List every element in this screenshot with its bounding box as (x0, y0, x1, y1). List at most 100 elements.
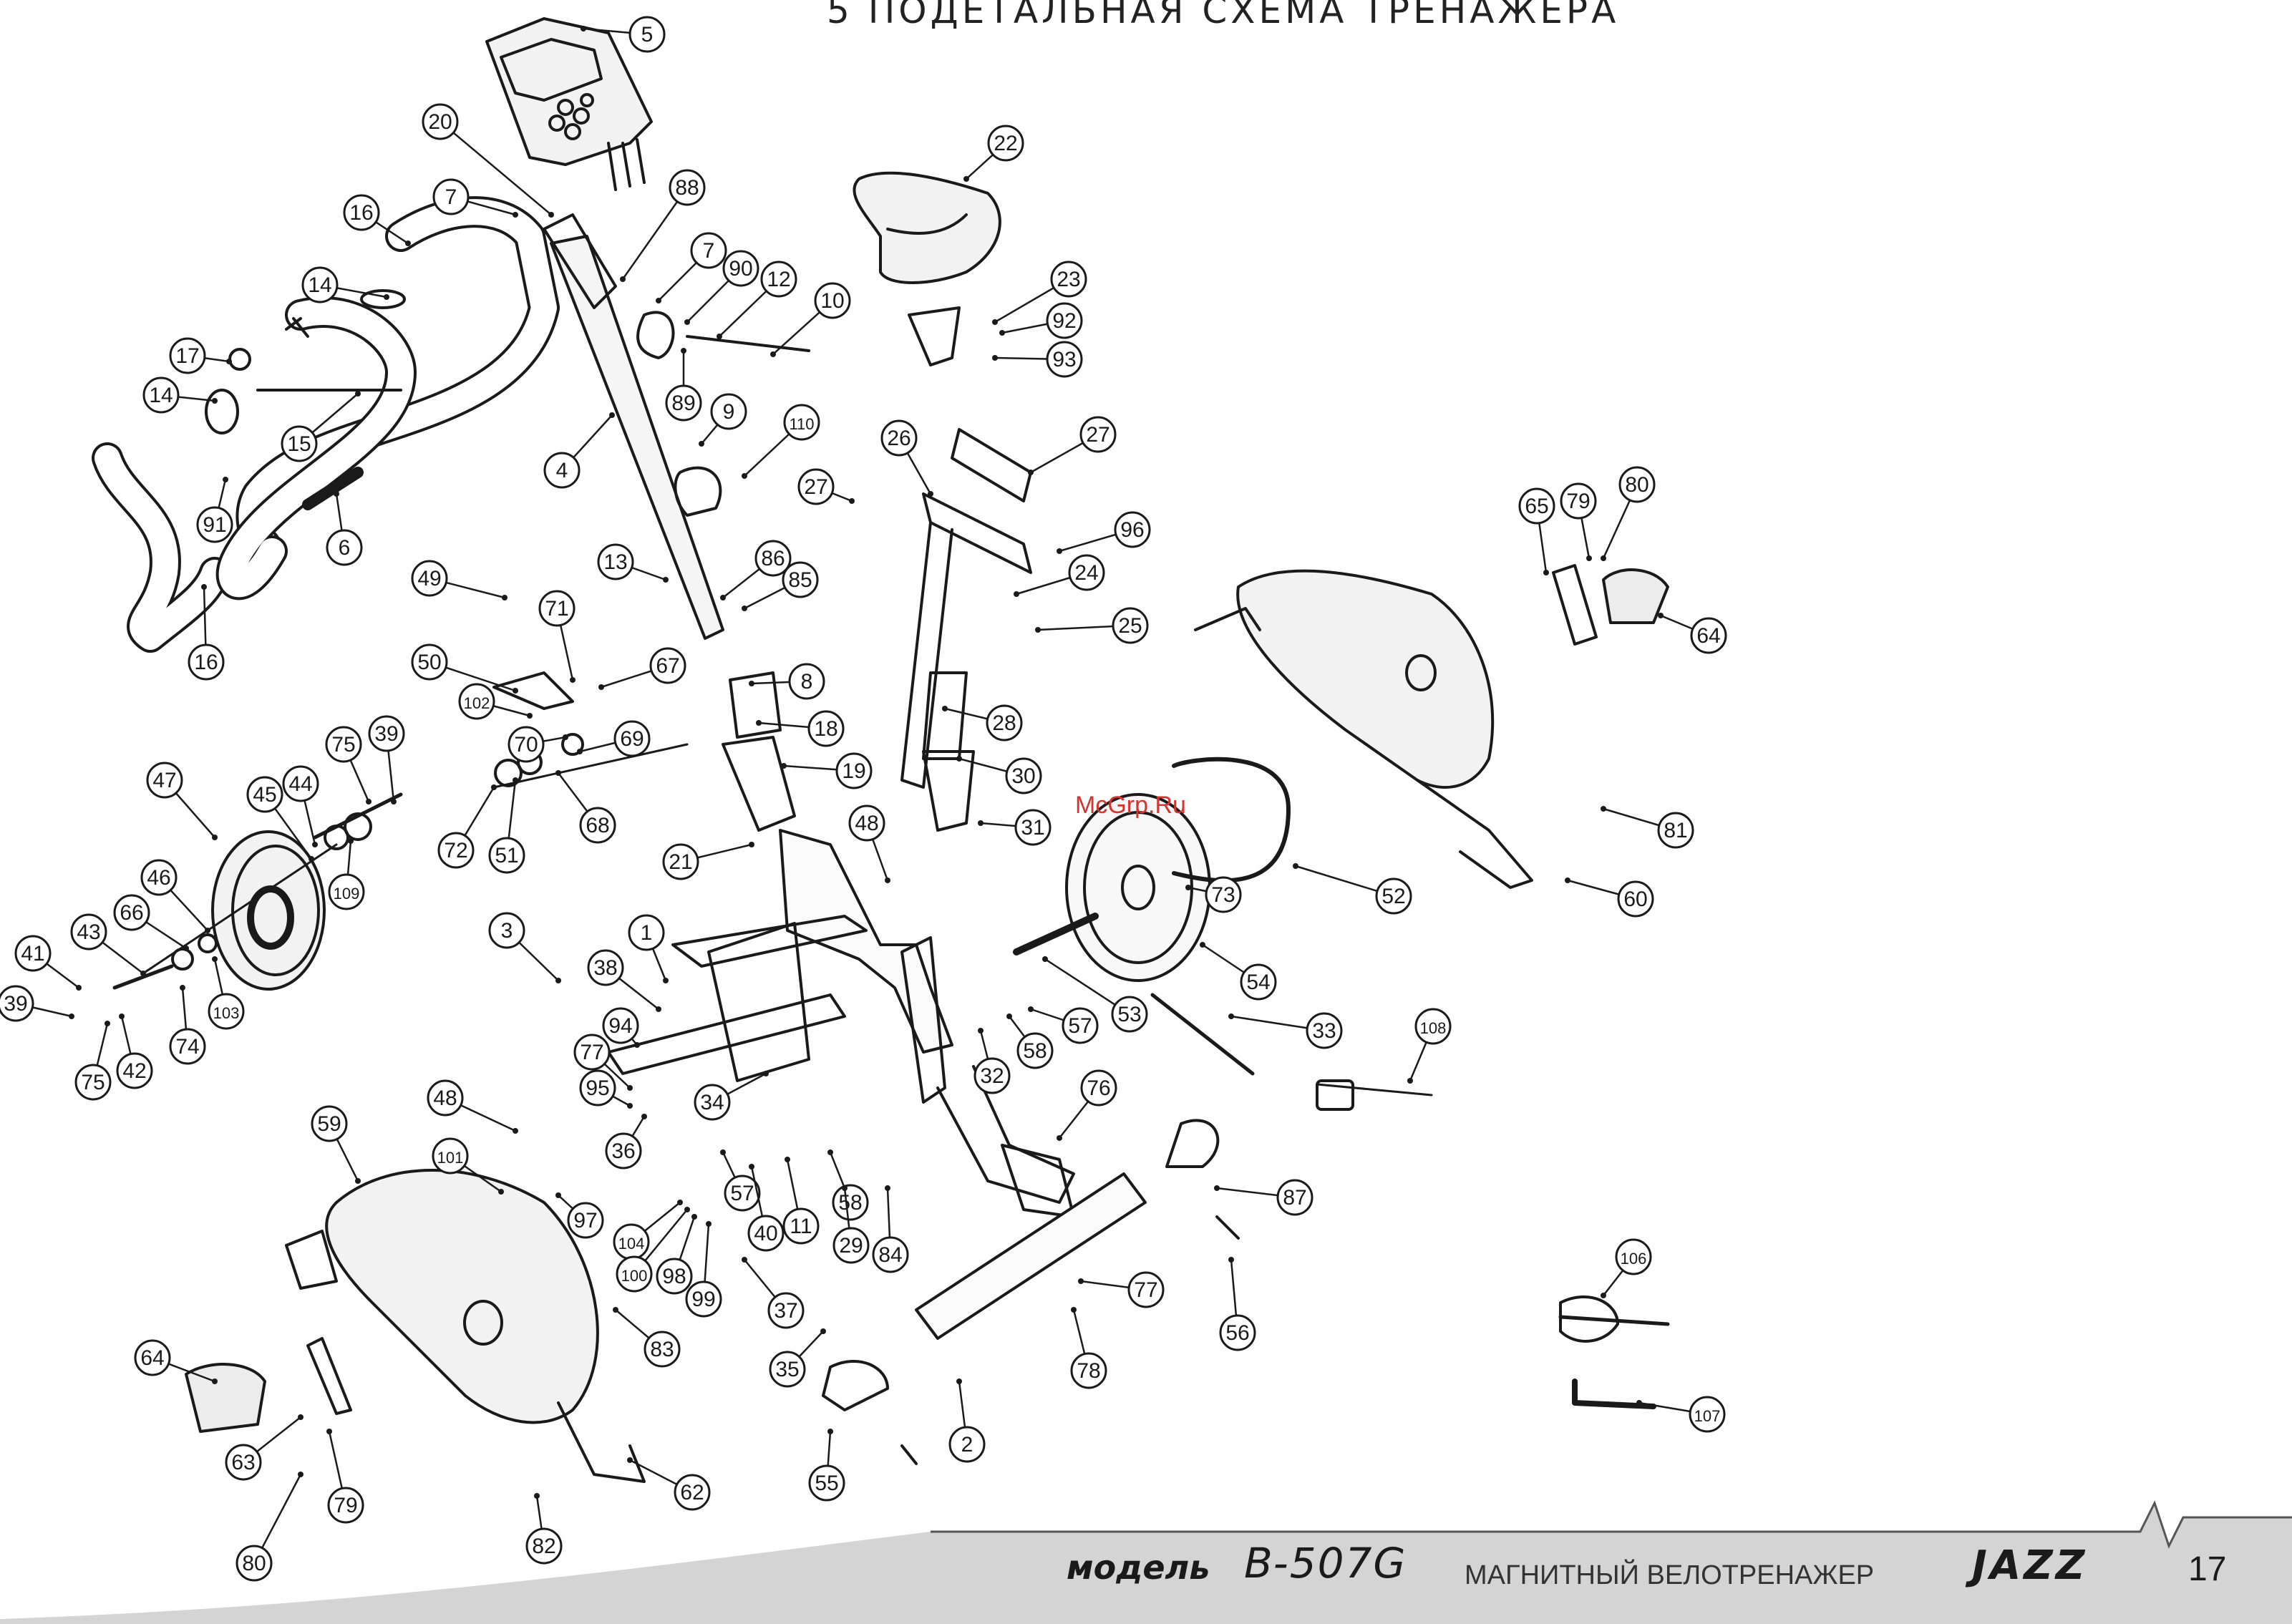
callout-bubble (1068, 554, 1105, 591)
callout-39: 39 (368, 715, 405, 804)
callout-arrow (763, 1071, 769, 1076)
callout-number: 55 (815, 1472, 838, 1495)
callout-arrow (527, 713, 533, 719)
callout-34: 34 (694, 1071, 769, 1121)
callout-45: 45 (246, 776, 314, 862)
front-stem-part (543, 213, 810, 640)
callout-bubble (788, 663, 825, 700)
callout-number: 59 (317, 1112, 341, 1136)
callout-109: 109 (328, 838, 365, 910)
callout-bubble (169, 1028, 206, 1065)
callout-number: 17 (175, 344, 199, 368)
callout-arrow (1200, 942, 1205, 948)
callout-number: 98 (662, 1265, 686, 1288)
callout-number: 31 (1021, 816, 1044, 840)
callout-arrow (212, 956, 218, 962)
callout-arrow (1214, 1185, 1220, 1191)
callout-arrow (1658, 613, 1664, 618)
callout-arrow (634, 1042, 640, 1048)
callout-bubble (1114, 511, 1151, 548)
callout-59: 59 (311, 1105, 361, 1184)
callout-bubble (782, 561, 819, 598)
callout-43: 43 (70, 913, 146, 976)
callout-arrow (1028, 470, 1034, 475)
callout-number: 42 (122, 1059, 146, 1083)
callout-number: 69 (620, 727, 644, 751)
tools-part (1150, 993, 1670, 1409)
callout-65: 65 (1518, 487, 1555, 575)
callout-arrow (355, 1178, 361, 1184)
callout-number: 35 (775, 1358, 799, 1381)
callout-bubble (767, 1292, 805, 1329)
callout-7: 7 (432, 178, 518, 218)
callout-arrow (656, 298, 661, 303)
callout-77: 77 (1078, 1271, 1165, 1308)
callout-number: 82 (532, 1535, 555, 1558)
callout-75: 75 (325, 726, 372, 804)
callout-17: 17 (169, 337, 232, 374)
callout-87: 87 (1214, 1179, 1313, 1216)
callout-number: 91 (203, 513, 226, 537)
callout-number: 37 (774, 1299, 797, 1323)
callout-bubble (760, 261, 797, 298)
callout-bubble (142, 376, 180, 414)
callout-bubble (458, 683, 495, 720)
callout-arrow (581, 26, 586, 31)
footer-model-label: модель (1067, 1548, 1210, 1587)
left-cover-part (185, 1169, 646, 1483)
callout-71: 71 (538, 590, 576, 683)
callout-76: 76 (1057, 1069, 1117, 1141)
callout-arrow (513, 212, 518, 218)
callout-arrow (334, 491, 339, 497)
callout-number: 77 (580, 1041, 603, 1064)
callout-arrow (513, 777, 518, 783)
callout-number: 80 (242, 1552, 266, 1575)
callout-arrow (1185, 885, 1191, 890)
page-number: 17 (2188, 1550, 2227, 1588)
callout-90: 90 (684, 250, 759, 325)
callout-number: 66 (120, 901, 143, 925)
callout-number: 29 (839, 1234, 863, 1258)
callout-number: 39 (374, 722, 398, 746)
callout-70: 70 (508, 726, 568, 763)
callout-number: 45 (253, 783, 276, 807)
callout-arrow (201, 584, 207, 590)
callout-26: 26 (880, 419, 933, 497)
callout-bubble (328, 873, 365, 910)
callout-arrow (963, 176, 969, 182)
callout-number: 87 (1283, 1186, 1306, 1210)
stabilizer-part (822, 1119, 1240, 1465)
callout-number: 51 (495, 844, 518, 867)
callout-bubble (0, 985, 34, 1022)
callout-bubble (246, 776, 283, 813)
callout-number: 58 (838, 1191, 862, 1215)
callout-number: 9 (723, 400, 735, 424)
callout-arrow (119, 1013, 125, 1019)
callout-bubble (616, 1255, 653, 1293)
callout-bubble (1112, 607, 1149, 644)
callout-arrow (491, 784, 497, 790)
callout-89: 89 (665, 348, 702, 422)
callout-arrow (684, 1207, 690, 1212)
callout-number: 63 (231, 1451, 255, 1474)
callout-68: 68 (555, 770, 616, 844)
callout-bubble (1414, 1008, 1452, 1045)
callout-number: 101 (437, 1149, 464, 1167)
callout-arrow (223, 477, 228, 482)
callout-bubble (140, 859, 178, 896)
callout-arrow (1601, 806, 1606, 812)
callout-3: 3 (488, 912, 561, 983)
callout-15: 15 (281, 391, 361, 462)
callout-bubble (644, 1331, 681, 1368)
callout-arrow (555, 770, 561, 776)
callout-arrow (1565, 877, 1570, 883)
callout-arrow (717, 334, 722, 339)
callout-bubble (1689, 1396, 1726, 1433)
callout-6: 6 (326, 491, 363, 566)
callout-arrow (391, 799, 397, 804)
callout-bubble (1014, 809, 1052, 846)
callout-number: 109 (334, 885, 360, 903)
callout-bubble (674, 1474, 711, 1511)
callout-bubble (422, 103, 459, 140)
callout-number: 70 (514, 733, 538, 757)
